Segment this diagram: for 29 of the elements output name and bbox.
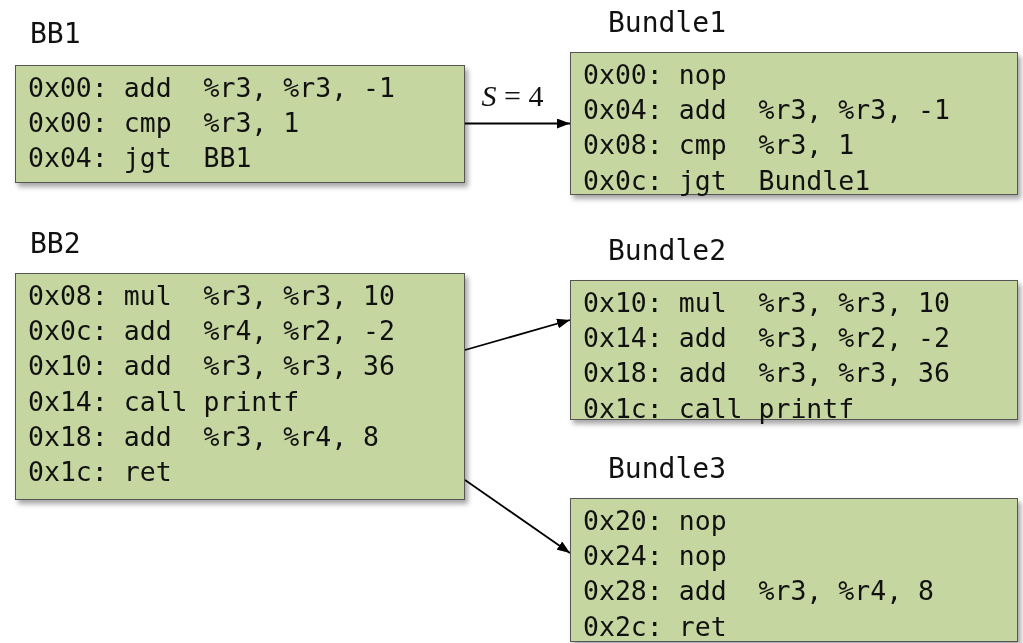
code-line: 0x08: mul %r3, %r3, 10 [28,279,396,313]
code-line: 0x20: nop [583,504,728,538]
code-line: 0x10: add %r3, %r3, 36 [28,349,396,384]
code-line: 0x2c: ret [583,609,728,643]
code-line: 0x1c: call printf [583,391,856,426]
block-heading: Bundle3 [608,453,726,485]
code-line: 0x14: add %r3, %r2, -2 [583,321,951,356]
code-line: 0x18: add %r3, %r3, 36 [583,356,951,391]
arrow [464,118,571,129]
code-line: 0x1c: ret [28,455,173,489]
arrow [464,479,571,554]
code-line: 0x08: cmp %r3, 1 [583,128,856,163]
code-line: 0x24: nop [583,539,728,574]
code-line: 0x10: mul %r3, %r3, 10 [583,286,951,320]
code-line: 0x18: add %r3, %r4, 8 [28,419,380,454]
code-line: 0x0c: jgt Bundle1 [583,163,872,198]
block-heading: Bundle2 [608,235,726,267]
code-line: 0x0c: add %r4, %r2, -2 [28,314,396,349]
block-heading: Bundle1 [608,7,726,39]
arrow [464,317,571,351]
code-line: 0x04: jgt BB1 [28,141,253,176]
block-heading: BB1 [30,18,81,50]
code-line: 0x00: cmp %r3, 1 [28,106,301,141]
code-line: 0x00: add %r3, %r3, -1 [28,71,396,105]
code-line: 0x14: call printf [28,384,301,419]
code-line: 0x04: add %r3, %r3, -1 [583,93,951,128]
block-heading: BB2 [30,228,81,260]
code-line: 0x28: add %r3, %r4, 8 [583,574,935,609]
code-line: 0x00: nop [583,58,728,92]
